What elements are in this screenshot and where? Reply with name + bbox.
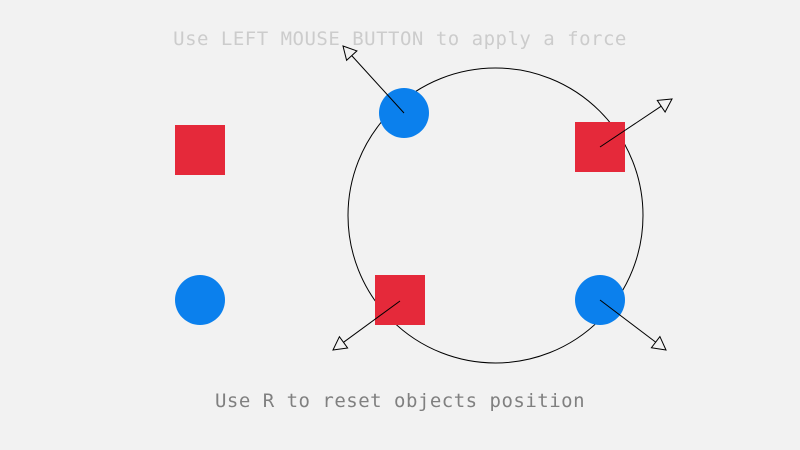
force-line	[343, 300, 401, 343]
arrowhead-icon	[656, 98, 673, 113]
body-circle-bottom-left[interactable]	[175, 275, 225, 325]
force-vector-circle-bottom-right	[599, 299, 667, 351]
container-circle-outline	[347, 67, 644, 364]
arrowhead-icon	[332, 335, 349, 351]
force-vector-square-right	[599, 98, 673, 148]
force-vector-circle-top	[342, 45, 405, 114]
arrowhead-icon	[342, 45, 358, 62]
force-line	[599, 105, 662, 148]
force-line	[599, 299, 656, 343]
body-square-bottom[interactable]	[375, 275, 425, 325]
bodies-group	[175, 88, 625, 325]
body-square-left[interactable]	[175, 125, 225, 175]
force-vector-square-bottom	[332, 300, 401, 351]
force-vectors-group	[332, 45, 673, 351]
arrowhead-icon	[650, 335, 667, 351]
force-line	[351, 55, 405, 114]
